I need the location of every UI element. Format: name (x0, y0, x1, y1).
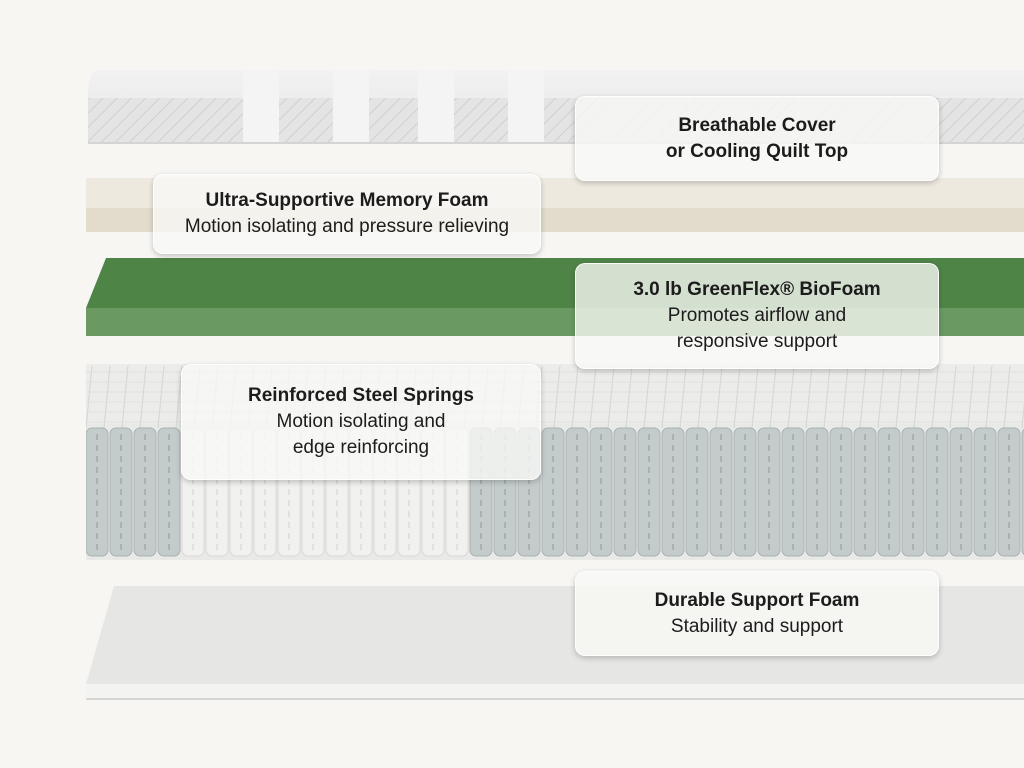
spring-grid-line (1003, 365, 1011, 429)
spring-grid-line (139, 365, 147, 429)
spring-grid-line (751, 365, 759, 429)
spring-grid-line (103, 365, 111, 429)
memory-foam-label-card: Ultra-Supportive Memory Foam Motion isol… (153, 174, 541, 254)
spring-grid-line (787, 365, 795, 429)
spring-grid-line (589, 365, 597, 429)
springs-label-desc-line1: Motion isolating and (276, 411, 446, 432)
bio-foam-label-desc-line2: responsive support (676, 331, 838, 352)
spring-grid-line (859, 365, 867, 429)
cover-label-card: Breathable Cover or Cooling Quilt Top (575, 96, 939, 181)
support-foam-label-desc: Stability and support (670, 615, 844, 637)
spring-grid-line (967, 365, 975, 429)
spring-grid-line (643, 365, 651, 429)
support-foam-label-title: Durable Support Foam (654, 589, 860, 611)
spring-grid-line (841, 365, 849, 429)
spring-grid-line (823, 365, 831, 429)
spring-grid-line (877, 365, 885, 429)
springs-label-card: Reinforced Steel Springs Motion isolatin… (181, 364, 541, 480)
spring-grid-line (607, 365, 615, 429)
bio-foam-label-card: 3.0 lb GreenFlex® BioFoam Promotes airfl… (575, 263, 939, 369)
spring-grid-line (697, 365, 705, 429)
spring-grid-line (86, 365, 93, 429)
spring-grid-line (1021, 402, 1024, 429)
spring-grid-line (625, 365, 633, 429)
spring-grid-line (985, 365, 993, 429)
memory-foam-label-desc: Motion isolating and pressure relieving (184, 216, 510, 237)
spring-grid-line (949, 365, 957, 429)
spring-grid-line (805, 365, 813, 429)
spring-grid-line (661, 365, 669, 429)
spring-grid-line (733, 365, 741, 429)
memory-foam-label-title: Ultra-Supportive Memory Foam (205, 190, 489, 211)
spring-grid-line (931, 365, 939, 429)
spring-grid-line (715, 365, 723, 429)
spring-grid-line (895, 365, 903, 429)
cover-label-title-line1: Breathable Cover (678, 114, 836, 136)
support-foam-label-card: Durable Support Foam Stability and suppo… (575, 571, 939, 656)
spring-grid-line (121, 365, 129, 429)
spring-grid-line (769, 365, 777, 429)
bio-foam-label-desc-line1: Promotes airflow and (667, 305, 847, 326)
spring-grid-line (679, 365, 687, 429)
bio-foam-label-title: 3.0 lb GreenFlex® BioFoam (633, 279, 881, 300)
cover-label-title-line2: or Cooling Quilt Top (665, 140, 849, 162)
spring-grid-line (553, 365, 561, 429)
springs-label-title: Reinforced Steel Springs (248, 385, 474, 406)
spring-grid-line (571, 365, 579, 429)
springs-label-desc-line2: edge reinforcing (292, 437, 430, 458)
spring-grid-line (157, 365, 165, 429)
spring-grid-line (913, 365, 921, 429)
